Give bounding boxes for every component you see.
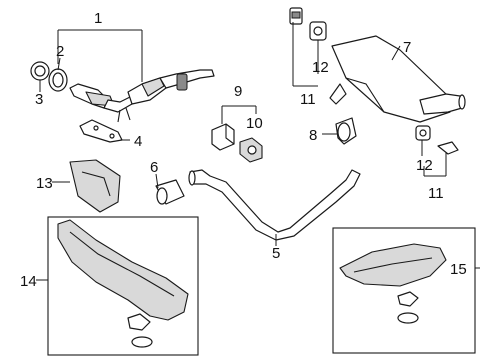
hanger-right-part[interactable] <box>437 141 459 155</box>
bracket-part[interactable] <box>79 119 123 143</box>
isolator-top-part[interactable] <box>309 21 327 41</box>
heat-shield-large-part[interactable] <box>57 219 189 348</box>
callout-11-top: 11 <box>300 91 316 108</box>
catalytic-converter-pipe-part[interactable] <box>69 69 215 123</box>
clamp-ring-part[interactable] <box>48 68 68 92</box>
rear-shield-box <box>332 227 476 354</box>
callouts: 1 2 3 4 5 6 7 8 9 10 11 11 12 12 13 14 1… <box>20 10 467 290</box>
callout-2: 2 <box>56 43 64 60</box>
muffler-part[interactable] <box>329 35 466 123</box>
callout-12-right: 12 <box>416 157 433 174</box>
isolator-middle-part[interactable] <box>239 137 263 163</box>
callout-9: 9 <box>234 83 242 100</box>
connector-pipe-part[interactable] <box>335 117 357 145</box>
callout-14: 14 <box>20 273 37 290</box>
intermediate-pipe-part[interactable] <box>188 169 361 241</box>
callout-1: 1 <box>94 10 102 27</box>
hanger-block-part[interactable] <box>211 123 235 151</box>
callout-3: 3 <box>35 91 43 108</box>
callout-11-right: 11 <box>428 185 444 202</box>
callout-5: 5 <box>272 245 280 262</box>
gasket-ring-part[interactable] <box>30 61 50 81</box>
callout-7: 7 <box>403 39 411 56</box>
isolator-right-part[interactable] <box>415 125 431 141</box>
callout-10: 10 <box>246 115 263 132</box>
rear-heat-shield-part[interactable] <box>339 243 447 324</box>
callout-12-top: 12 <box>312 59 329 76</box>
callout-4: 4 <box>134 133 142 150</box>
heat-shield-small-part[interactable] <box>69 159 121 213</box>
callout-8: 8 <box>309 127 317 144</box>
hanger-top-part[interactable] <box>289 7 303 25</box>
heat-shield-box <box>47 216 199 356</box>
callout-15: 15 <box>450 261 467 278</box>
leader-lines <box>36 22 480 281</box>
callout-13: 13 <box>36 175 53 192</box>
callout-6: 6 <box>150 159 158 176</box>
flex-coupling-part[interactable] <box>155 179 185 205</box>
